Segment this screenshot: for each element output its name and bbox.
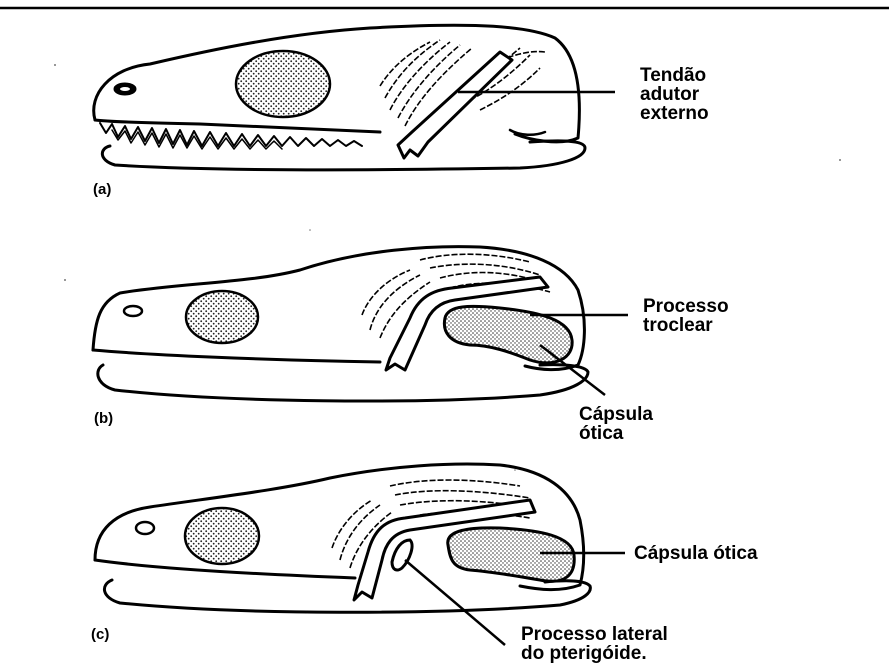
label-line: troclear [643,316,729,335]
label-processo-lateral-pterigoide: Processo lateral do pterigóide. [521,625,668,663]
label-processo-troclear: Processo troclear [643,297,729,335]
panel-b-orbit [186,291,258,343]
label-line: externo [640,104,709,123]
panel-a-muscle [380,40,545,126]
label-line: Processo lateral [521,625,668,644]
panel-c-tag: (c) [91,626,109,643]
panel-c-otic-capsule [448,528,574,581]
label-line: Tendão [640,66,709,85]
label-tendao-adutor-externo: Tendão adutor externo [640,66,709,123]
panel-a-upper-jaw [95,120,380,132]
panel-c-orbit [185,508,259,564]
panel-a-tag: (a) [93,181,111,198]
label-line: Cápsula [579,405,653,424]
label-line: do pterigóide. [521,644,668,663]
label-capsula-otica-b: Cápsula ótica [579,405,653,443]
label-line: ótica [579,424,653,443]
panel-a-orbit [236,51,330,117]
panel-a-tendon [398,52,512,158]
panel-a-skull [94,25,585,170]
panel-c-lower-jaw [104,580,590,612]
label-line: adutor [640,85,709,104]
panel-a-teeth-inner [112,130,282,149]
panel-c-nostril [136,522,154,534]
panel-b-upper-jaw [93,350,380,362]
label-line: Cápsula ótica [634,544,758,563]
panel-c-pterygoid-process [392,540,412,570]
label-line: Processo [643,297,729,316]
panel-b-tag: (b) [94,410,113,427]
panel-b-lower-jaw [98,365,588,401]
panel-b-nostril [124,306,142,316]
label-capsula-otica-c: Cápsula ótica [634,544,758,563]
